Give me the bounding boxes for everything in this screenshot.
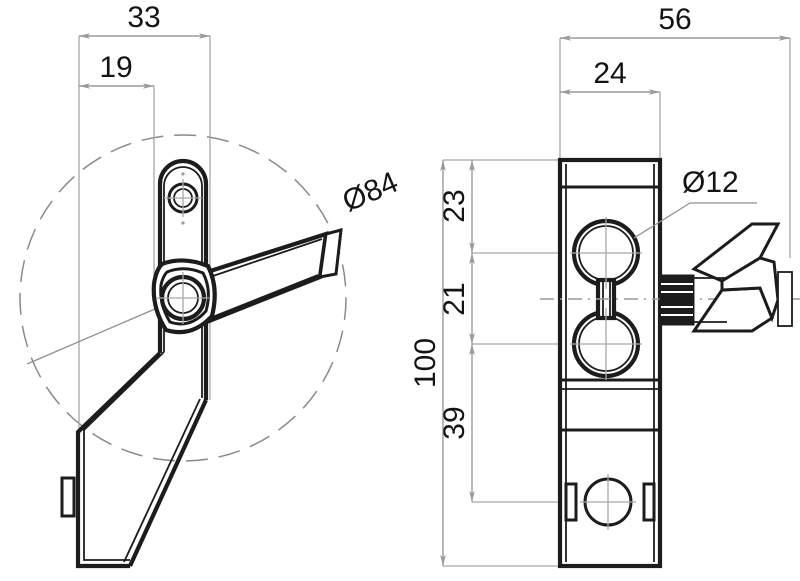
foot-notch: [60, 476, 76, 518]
dimension-label-33: 33: [127, 1, 160, 34]
bracket-crank-inner-line: [83, 351, 165, 561]
wing-center-boss: [720, 256, 780, 323]
dimension-label-12: Ø12: [682, 166, 739, 199]
upper-hole-center-dot-top: [181, 172, 185, 176]
diameter-12-leader-line: [633, 202, 691, 239]
lever-arm-inner-line-lower: [209, 274, 319, 319]
knurled-shaft-group: [659, 274, 695, 326]
dimension-label-19: 19: [99, 51, 132, 84]
lever-hub-inner: [159, 267, 210, 326]
lever-arm-inner-line-upper: [209, 238, 323, 278]
knurl-block: [659, 274, 695, 326]
mounting-hole-group: [564, 474, 656, 530]
lever-tip-cap: [318, 227, 343, 279]
bracket-head-inner-line: [163, 166, 203, 398]
dimension-label-21: 21: [438, 282, 471, 315]
bracket-diagonal-leg: [128, 399, 208, 567]
side-view-group: 56 24 100 23 21 39: [409, 3, 800, 569]
dimension-label-39: 39: [438, 406, 471, 439]
mounting-notch-left: [564, 482, 578, 522]
handle-end-stub: [777, 271, 793, 327]
dimension-label-23: 23: [438, 189, 471, 222]
dimension-label-56: 56: [658, 3, 691, 36]
wing-upper: [691, 222, 781, 283]
bracket-diagonal-leg-inner: [123, 398, 201, 563]
swing-envelope-circle: [19, 134, 347, 462]
keyhole-bore-group: [570, 217, 642, 380]
dimension-label-24: 24: [593, 57, 626, 90]
dimension-label-100: 100: [409, 338, 442, 388]
bracket-crank-outline: [75, 351, 162, 569]
mounting-notch-right: [642, 482, 656, 522]
front-view-group: 33 19 Ø84: [19, 1, 403, 569]
wing-handle-group: [691, 222, 793, 333]
bracket-head-outline: [157, 158, 209, 400]
upper-hole-center-dot-bottom: [181, 221, 185, 225]
